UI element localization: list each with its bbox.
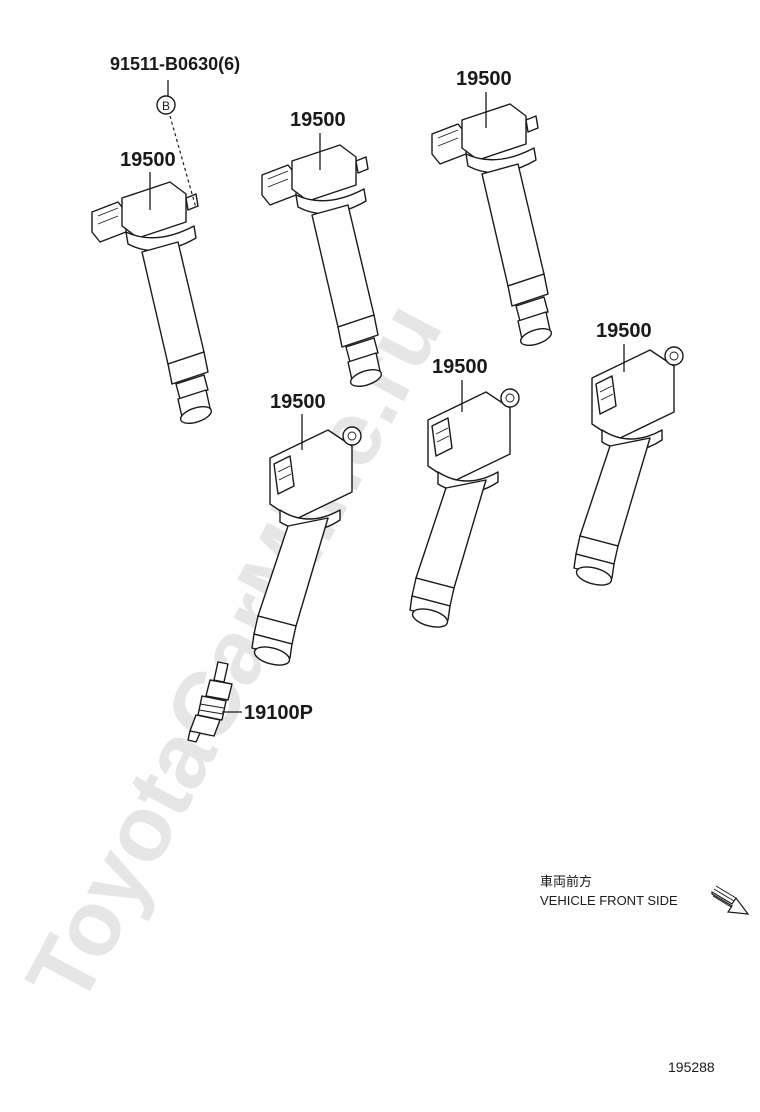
coil-label-2: 19500 — [290, 109, 346, 131]
ignition-coil-1 — [91, 181, 215, 428]
ignition-coil-6 — [573, 346, 684, 590]
watermark: ToyotaCarMine.ru — [8, 287, 462, 1019]
coil-label-6: 19500 — [270, 391, 326, 413]
coil-label-4: 19500 — [596, 320, 652, 342]
ignition-coil-2 — [261, 144, 385, 391]
coil-label-5: 19500 — [432, 356, 488, 378]
ignition-coil-3 — [431, 103, 555, 350]
coil-label-1: 19500 — [120, 149, 176, 171]
spark-plug — [187, 661, 233, 743]
direction-arrow-icon — [711, 885, 750, 915]
marker-letter: B — [162, 99, 170, 113]
direction-label-jp: 車両前方 — [540, 874, 592, 889]
bolt-label: 91511-B0630(6) — [110, 54, 240, 74]
figure-number: 195288 — [668, 1059, 715, 1075]
ignition-coil-5 — [409, 388, 520, 632]
coil-label-3: 19500 — [456, 68, 512, 90]
spark-plug-label: 19100P — [244, 702, 313, 724]
marker-circle — [156, 95, 176, 115]
direction-label-en: VEHICLE FRONT SIDE — [540, 893, 678, 908]
